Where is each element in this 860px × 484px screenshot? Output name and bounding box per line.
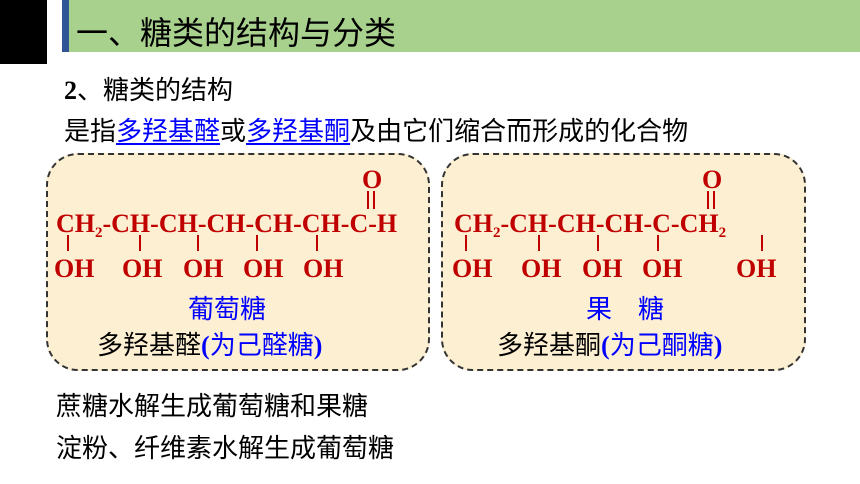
corner-block [0,0,47,64]
fructose-type: 多羟基酮(为己酮糖) [497,325,722,362]
glucose-panel [46,153,430,371]
note-starch-cellulose-hydrolysis: 淀粉、纤维素水解生成葡萄糖 [56,434,395,464]
glucose-bond-2 [139,235,141,251]
glucose-oh-3: OH [183,254,224,283]
section-subheading: 2、糖类的结构 [64,70,233,107]
definition-middle: 或 [220,117,247,147]
fructose-formula-pre: CH [454,209,493,238]
glucose-double-bond [367,191,375,209]
glucose-bond-1 [67,235,69,251]
term-polyhydroxy-ketone[interactable]: 多羟基酮 [246,117,351,147]
glucose-paren-open: ( [201,331,210,360]
term-polyhydroxy-aldehyde[interactable]: 多羟基醛 [116,117,221,147]
fructose-bond-3 [597,235,599,251]
slide-title: 一、糖类的结构与分类 [76,14,397,52]
note-sucrose-hydrolysis: 蔗糖水解生成葡萄糖和果糖 [56,392,369,422]
fructose-oh-4: OH [642,254,683,283]
fructose-bond-1 [465,235,467,251]
fructose-formula: CH2-CH-CH-CH-C-CH2 [454,211,726,241]
fructose-name: 果 糖 [586,295,665,325]
fructose-paren-text: 为己酮糖 [609,331,714,361]
fructose-bond-2 [538,235,540,251]
fructose-paren-open: ( [601,331,610,360]
glucose-formula-post: -CH-CH-CH-CH-CH-C-H [102,209,398,238]
glucose-formula-pre: CH [56,209,95,238]
glucose-formula-sub: 2 [95,225,103,241]
subheading-text: 、糖类的结构 [77,76,234,106]
fructose-oh-1: OH [452,254,493,283]
definition-suffix: 及由它们缩合而形成的化合物 [350,117,689,147]
glucose-formula: CH2-CH-CH-CH-CH-CH-C-H [56,211,397,241]
glucose-paren-text: 为己醛糖 [209,331,314,361]
glucose-name: 葡萄糖 [188,295,267,325]
glucose-paren-close: ) [313,331,323,360]
fructose-type-main: 多羟基酮 [497,331,602,361]
title-bar [62,0,860,52]
fructose-double-bond [707,191,715,209]
glucose-bond-4 [256,235,258,251]
glucose-oxygen: O [362,165,383,194]
glucose-oh-5: OH [303,254,344,283]
fructose-oxygen: O [702,165,723,194]
definition-prefix: 是指 [64,117,117,147]
fructose-formula-mid: -CH-CH-CH-C-CH [500,209,719,238]
fructose-panel [441,153,806,371]
fructose-formula-sub2: 2 [718,225,727,241]
glucose-bond-3 [197,235,199,251]
glucose-oh-4: OH [243,254,284,283]
glucose-oh-1: OH [54,254,95,283]
glucose-type: 多羟基醛(为己醛糖) [97,325,322,362]
fructose-oh-3: OH [582,254,623,283]
fructose-bond-5 [761,235,763,251]
glucose-oh-2: OH [122,254,163,283]
glucose-type-main: 多羟基醛 [97,331,202,361]
definition-line: 是指多羟基醛或多羟基酮及由它们缩合而形成的化合物 [64,111,688,148]
fructose-oh-2: OH [521,254,562,283]
fructose-formula-sub: 2 [493,225,501,241]
fructose-oh-5: OH [736,254,777,283]
subheading-number: 2 [64,76,77,105]
glucose-bond-5 [316,235,318,251]
fructose-paren-close: ) [713,331,723,360]
fructose-bond-4 [657,235,659,251]
